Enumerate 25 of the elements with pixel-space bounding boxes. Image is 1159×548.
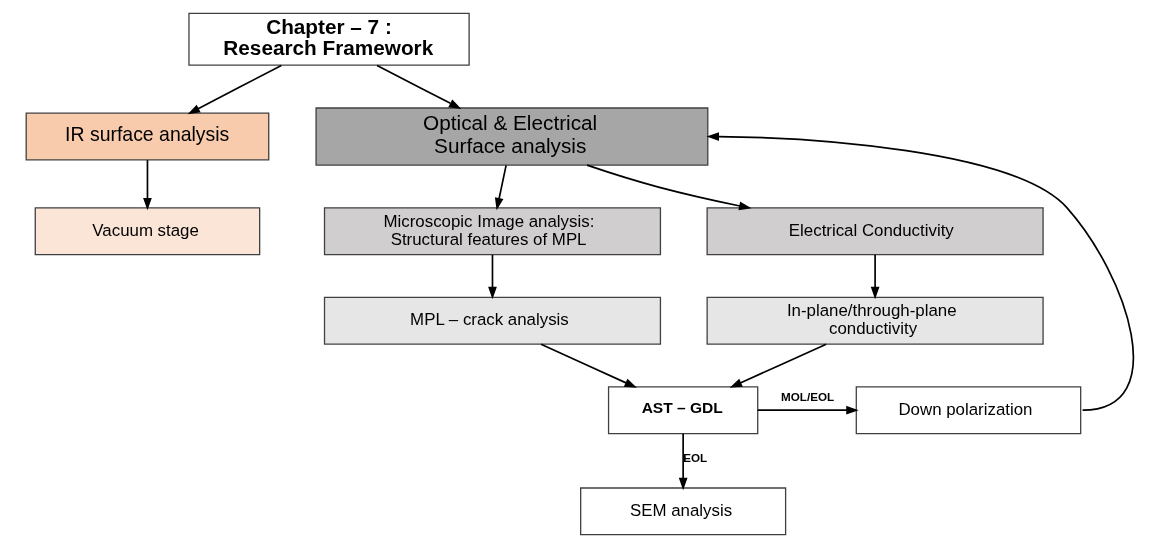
node-box: In-plane/through-plane conductivity [706,296,1044,345]
node-box: Electrical Conductivity [706,207,1044,256]
node-box: AST – GDL [607,386,758,435]
edge-label: EOL [682,451,707,465]
node-box: Microscopic Image analysis: Structural features of MPL [323,207,661,256]
arrow [187,64,282,115]
node-box: Down polarization [855,386,1081,435]
node-box: IR surface analysis [25,112,269,161]
arrow [494,164,507,211]
arrow [539,343,637,388]
node-box: Vacuum stage [34,207,260,256]
arrow [375,64,461,109]
arrow [585,164,752,211]
arrow [706,132,1134,412]
node-box: SEM analysis [579,487,786,536]
arrow [142,159,152,211]
arrow [756,405,859,415]
arrow [487,254,497,300]
arrow [678,433,687,491]
node-box: MPL – crack analysis [323,296,661,345]
node-box: Chapter – 7 : Research Framework [187,12,470,66]
node-box: Optical & Electrical Surface analysis [314,107,708,166]
arrow [870,254,879,300]
edge-label: MOL/EOL [780,390,834,404]
arrow [729,343,827,388]
